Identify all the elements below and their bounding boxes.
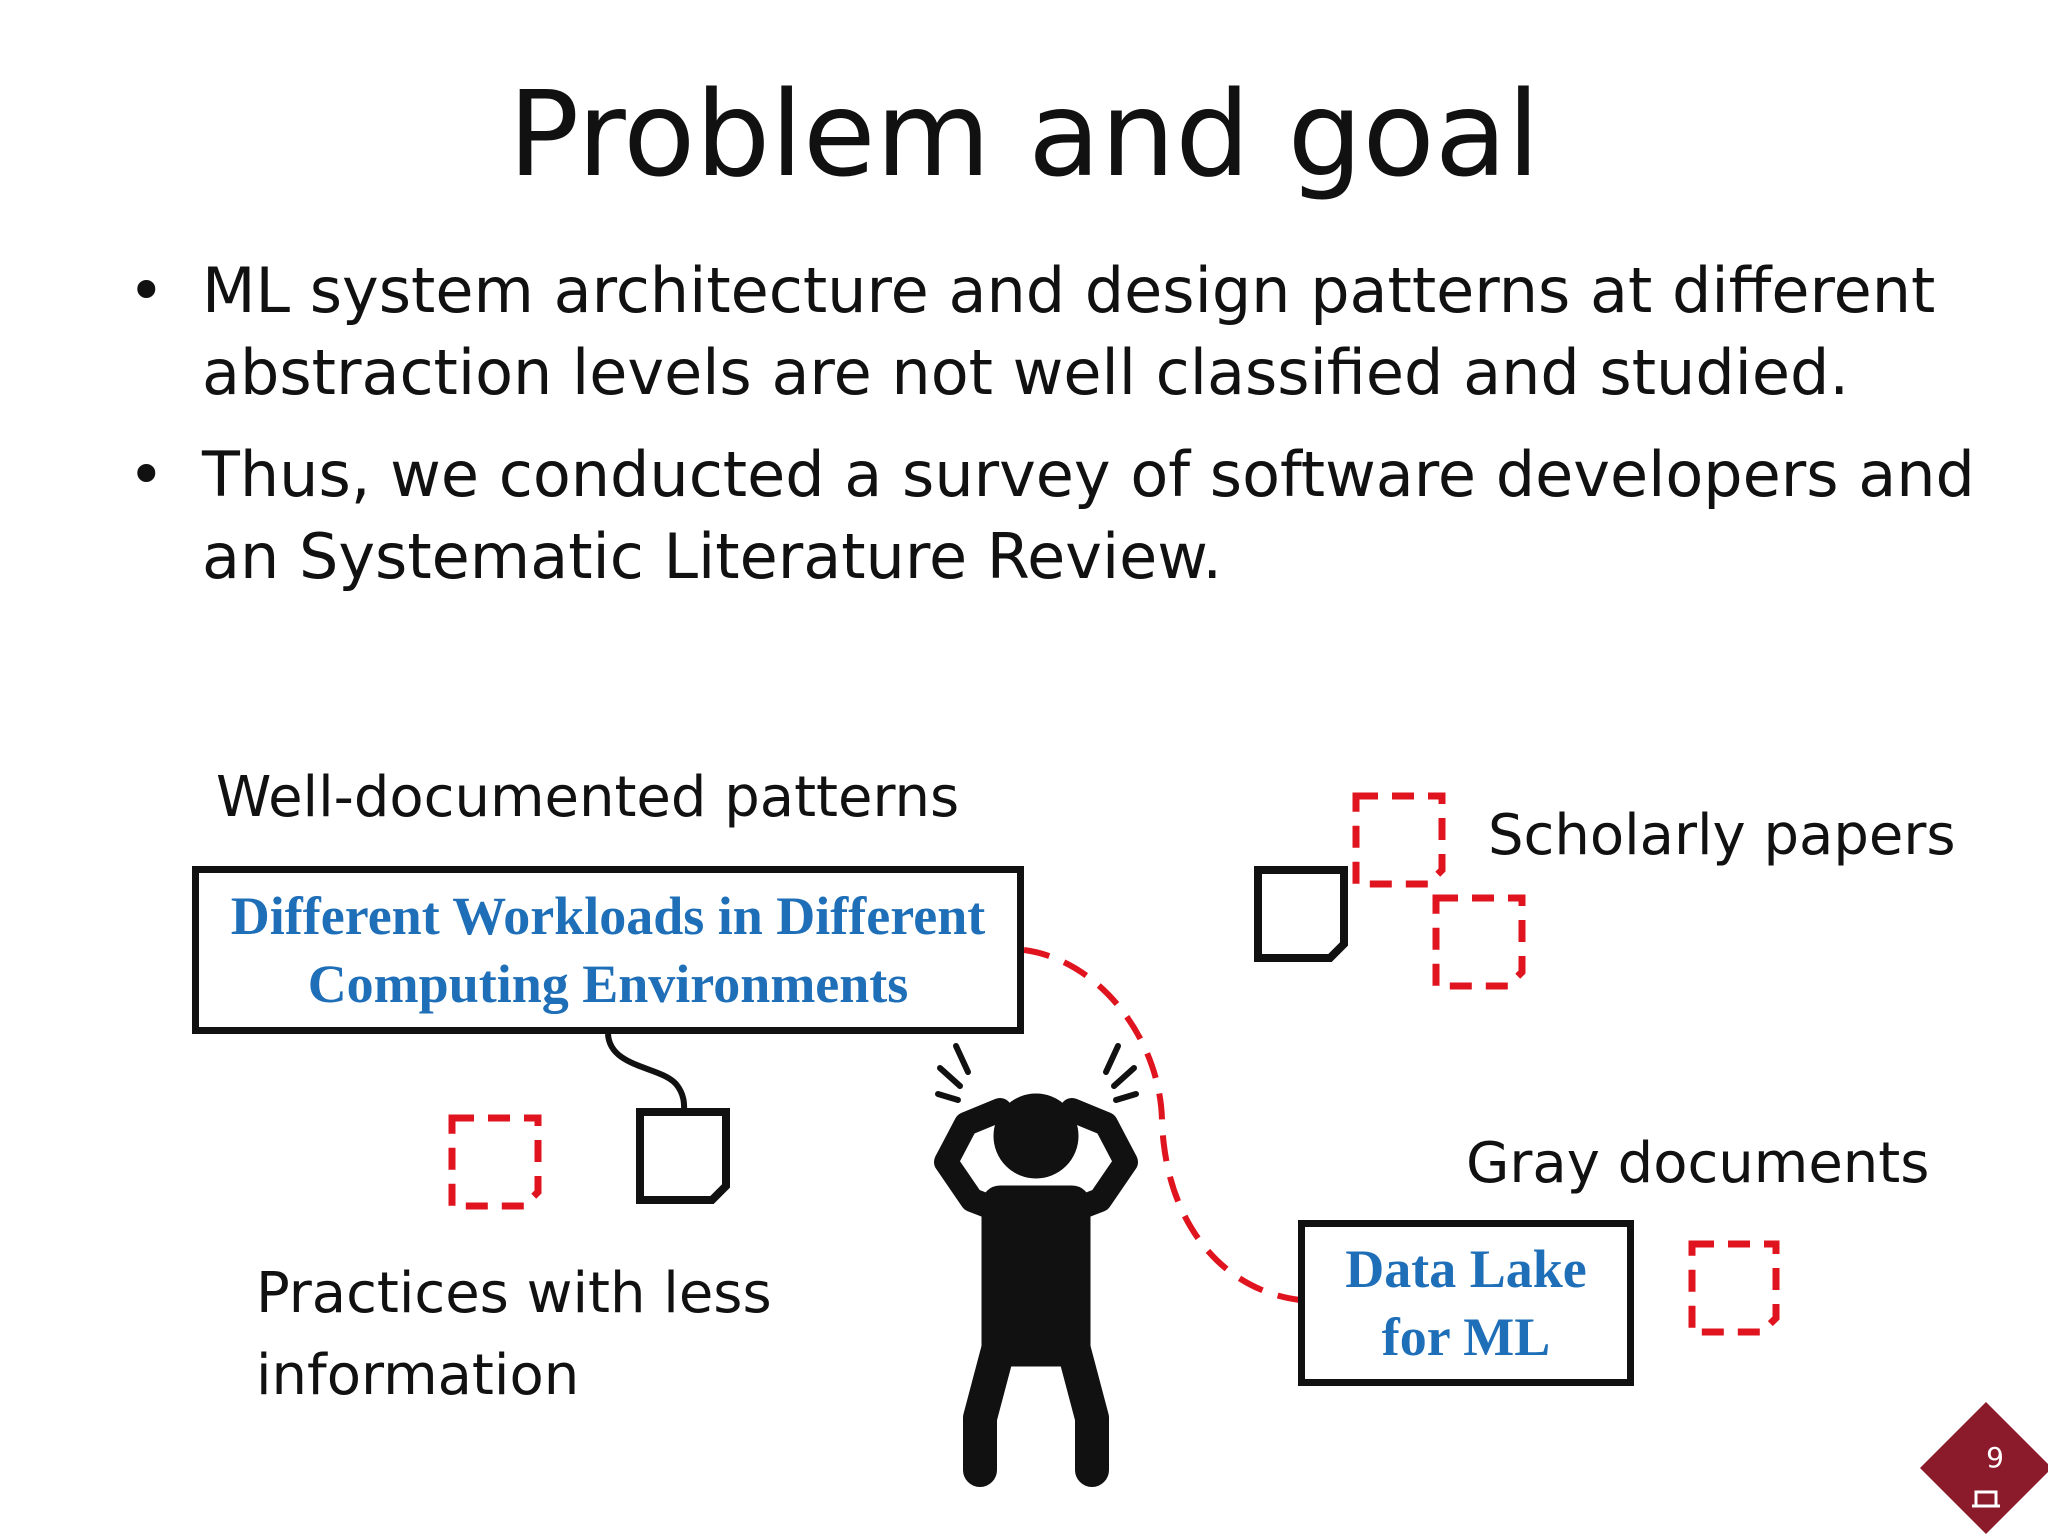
well-documented-label: Well-documented patterns	[216, 765, 960, 830]
bullet-dot: •	[128, 254, 165, 327]
bullet-list: • ML system architecture and design patt…	[120, 250, 2000, 618]
bullet-item: • ML system architecture and design patt…	[120, 250, 2000, 414]
gray-documents-label: Gray documents	[1466, 1131, 1930, 1196]
slide-title: Problem and goal	[508, 65, 1540, 203]
scholarly-papers-label: Scholarly papers	[1488, 803, 1956, 868]
undocumented-pattern-icon	[448, 1114, 542, 1210]
page-badge-icon	[1920, 1402, 2048, 1534]
callout-data-lake: Data Lake for ML	[1298, 1220, 1634, 1386]
callout-main-line1: Different Workloads in Different	[230, 886, 986, 946]
undocumented-pattern-icon	[1688, 1240, 1780, 1336]
bullet-item: • Thus, we conducted a survey of softwar…	[120, 434, 2000, 598]
documented-pattern-icon	[1254, 866, 1348, 962]
callout-different-workloads: Different Workloads in Different Computi…	[192, 866, 1024, 1034]
stressed-person-icon	[934, 1043, 1139, 1487]
documented-pattern-icon	[636, 1108, 730, 1204]
bullet-text: ML system architecture and design patter…	[202, 254, 1936, 409]
page-number: 9	[1986, 1441, 2004, 1474]
callout-tail-connector	[605, 1033, 688, 1117]
undocumented-pattern-icon	[1352, 792, 1446, 888]
callout-small-line2: for ML	[1381, 1307, 1551, 1367]
bullet-dot: •	[128, 438, 165, 511]
less-info-label-line2: information	[256, 1343, 580, 1408]
undocumented-pattern-icon	[1432, 894, 1526, 990]
bullet-text: Thus, we conducted a survey of software …	[202, 438, 1975, 593]
less-info-label-line1: Practices with less	[256, 1261, 772, 1326]
callout-main-line2: Computing Environments	[307, 954, 909, 1014]
callout-small-line1: Data Lake	[1345, 1239, 1587, 1299]
